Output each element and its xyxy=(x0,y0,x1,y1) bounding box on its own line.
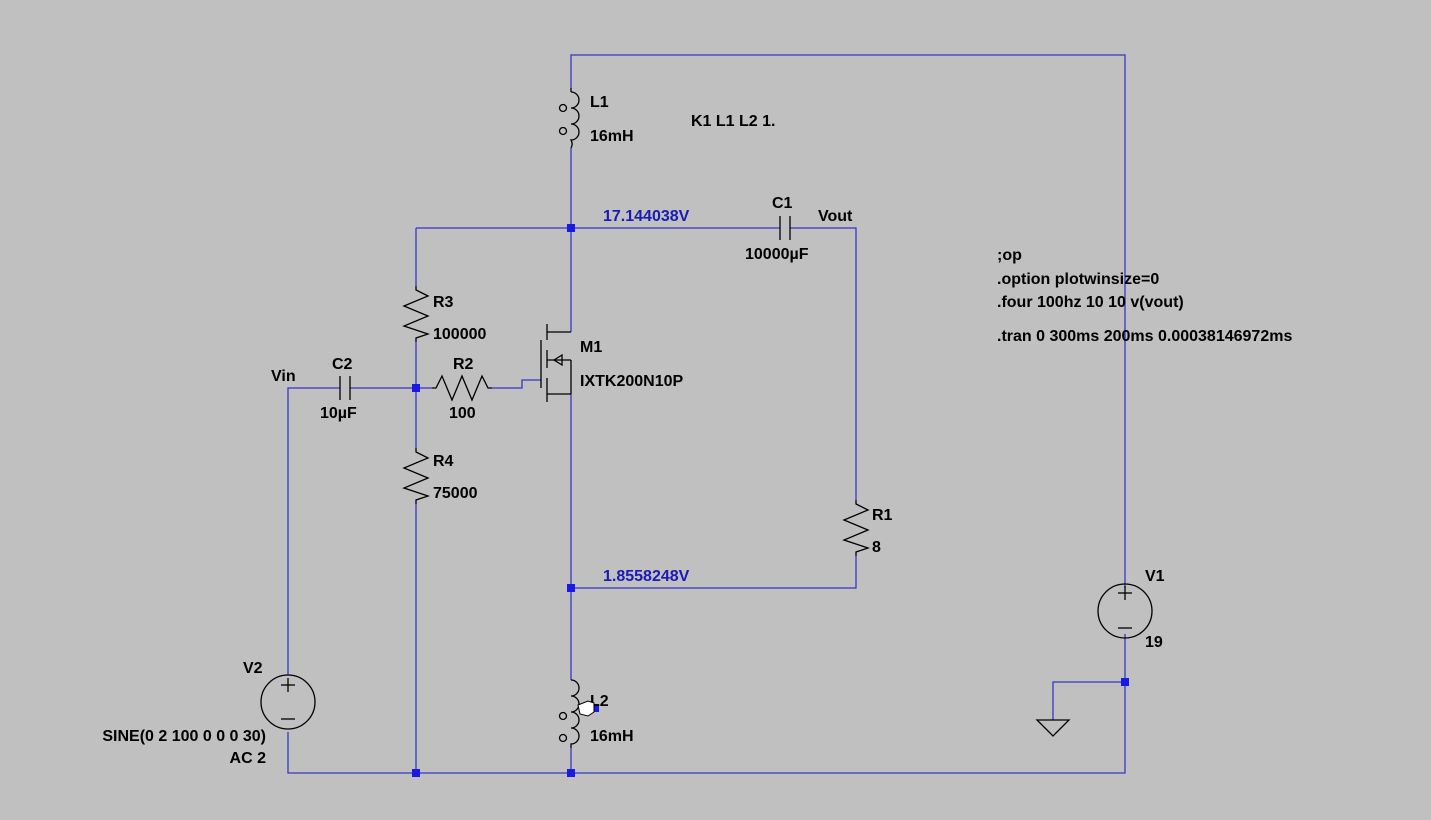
junction-bottom-left xyxy=(412,769,420,777)
directive-coupling[interactable]: K1 L1 L2 1. xyxy=(691,113,775,130)
inductor-l2[interactable]: L2 16mH xyxy=(558,679,634,748)
r2-name: R2 xyxy=(453,356,474,373)
l2-name: L2 xyxy=(590,693,609,710)
l2-value: 16mH xyxy=(590,728,634,745)
voltage-source-v2[interactable]: V2 SINE(0 2 100 0 0 0 30) AC 2 xyxy=(102,660,316,767)
c2-value: 10µF xyxy=(320,405,357,422)
capacitor-c1[interactable]: C1 10000µF xyxy=(745,195,809,263)
resistor-r2[interactable]: R2 100 xyxy=(432,356,492,422)
junction-bottom-mid xyxy=(567,769,575,777)
r1-value: 8 xyxy=(872,539,881,556)
wires xyxy=(287,54,1126,774)
junction-source xyxy=(567,584,575,592)
inductor-l1[interactable]: L1 16mH xyxy=(558,88,634,149)
r4-value: 75000 xyxy=(433,485,478,502)
v2-value: SINE(0 2 100 0 0 0 30) xyxy=(102,728,266,745)
r3-value: 100000 xyxy=(433,326,486,343)
wire-c1-vout[interactable] xyxy=(790,227,857,500)
wire-r2-gate[interactable] xyxy=(492,379,541,389)
c2-name: C2 xyxy=(332,356,353,373)
m1-value: IXTK200N10P xyxy=(580,373,683,390)
resistor-r3[interactable]: R3 100000 xyxy=(402,286,486,343)
ground-symbol[interactable] xyxy=(1035,719,1071,737)
c1-value: 10000µF xyxy=(745,246,809,263)
r2-value: 100 xyxy=(449,405,476,422)
wire-supply-top[interactable] xyxy=(570,54,1126,588)
l2-polarity-dot xyxy=(558,711,568,721)
l1-value: 16mH xyxy=(590,128,634,145)
resistor-r4[interactable]: R4 75000 xyxy=(402,448,478,504)
v2-value2: AC 2 xyxy=(230,750,267,767)
node-voltage-source: 1.8558248V xyxy=(603,568,690,585)
mosfet-m1[interactable]: M1 IXTK200N10P xyxy=(540,324,683,402)
junction-gate xyxy=(412,384,420,392)
wire-gnd-symbol[interactable] xyxy=(1052,681,1125,720)
junction-drain xyxy=(567,224,575,232)
wire-r1-source[interactable] xyxy=(571,556,857,589)
v2-name: V2 xyxy=(243,660,263,677)
l1-name: L1 xyxy=(590,94,609,111)
m1-name: M1 xyxy=(580,339,602,356)
l1-polarity-dot xyxy=(558,103,568,113)
resistor-r1[interactable]: R1 8 xyxy=(842,500,893,556)
net-label-vout[interactable]: Vout xyxy=(818,208,853,225)
r1-name: R1 xyxy=(872,507,893,524)
directive-tran[interactable]: .tran 0 300ms 200ms 0.00038146972ms xyxy=(997,328,1292,345)
r3-name: R3 xyxy=(433,294,454,311)
junctions xyxy=(412,224,1129,777)
directive-option[interactable]: .option plotwinsize=0 xyxy=(997,271,1159,288)
wire-vin[interactable] xyxy=(287,387,340,675)
net-label-vin[interactable]: Vin xyxy=(271,368,296,385)
c1-name: C1 xyxy=(772,195,793,212)
v1-value: 19 xyxy=(1145,634,1163,651)
junction-l2-dot xyxy=(591,704,599,712)
hand-cursor-icon xyxy=(577,700,595,717)
directive-four[interactable]: .four 100hz 10 10 v(vout) xyxy=(997,294,1184,311)
directive-op[interactable]: ;op xyxy=(997,247,1022,264)
junction-gnd xyxy=(1121,678,1129,686)
capacitor-c2[interactable]: C2 10µF xyxy=(320,356,357,422)
voltage-source-v1[interactable]: V1 19 xyxy=(1097,568,1165,651)
r4-name: R4 xyxy=(433,453,454,470)
v1-name: V1 xyxy=(1145,568,1165,585)
node-voltage-drain: 17.144038V xyxy=(603,208,690,225)
wire-ground-return[interactable] xyxy=(287,634,1126,774)
